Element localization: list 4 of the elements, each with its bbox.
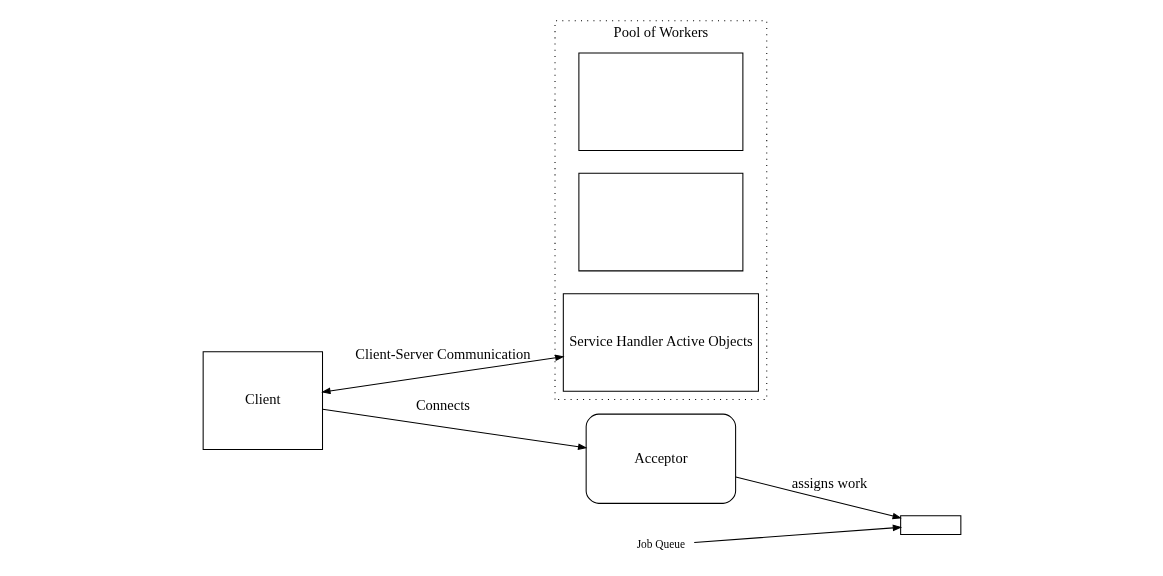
node-text: Job Queue bbox=[636, 537, 685, 550]
edge-label: assigns work bbox=[791, 475, 867, 492]
edge-label: Client-Server Communication bbox=[354, 346, 531, 363]
edge-label: Connects bbox=[415, 397, 470, 414]
